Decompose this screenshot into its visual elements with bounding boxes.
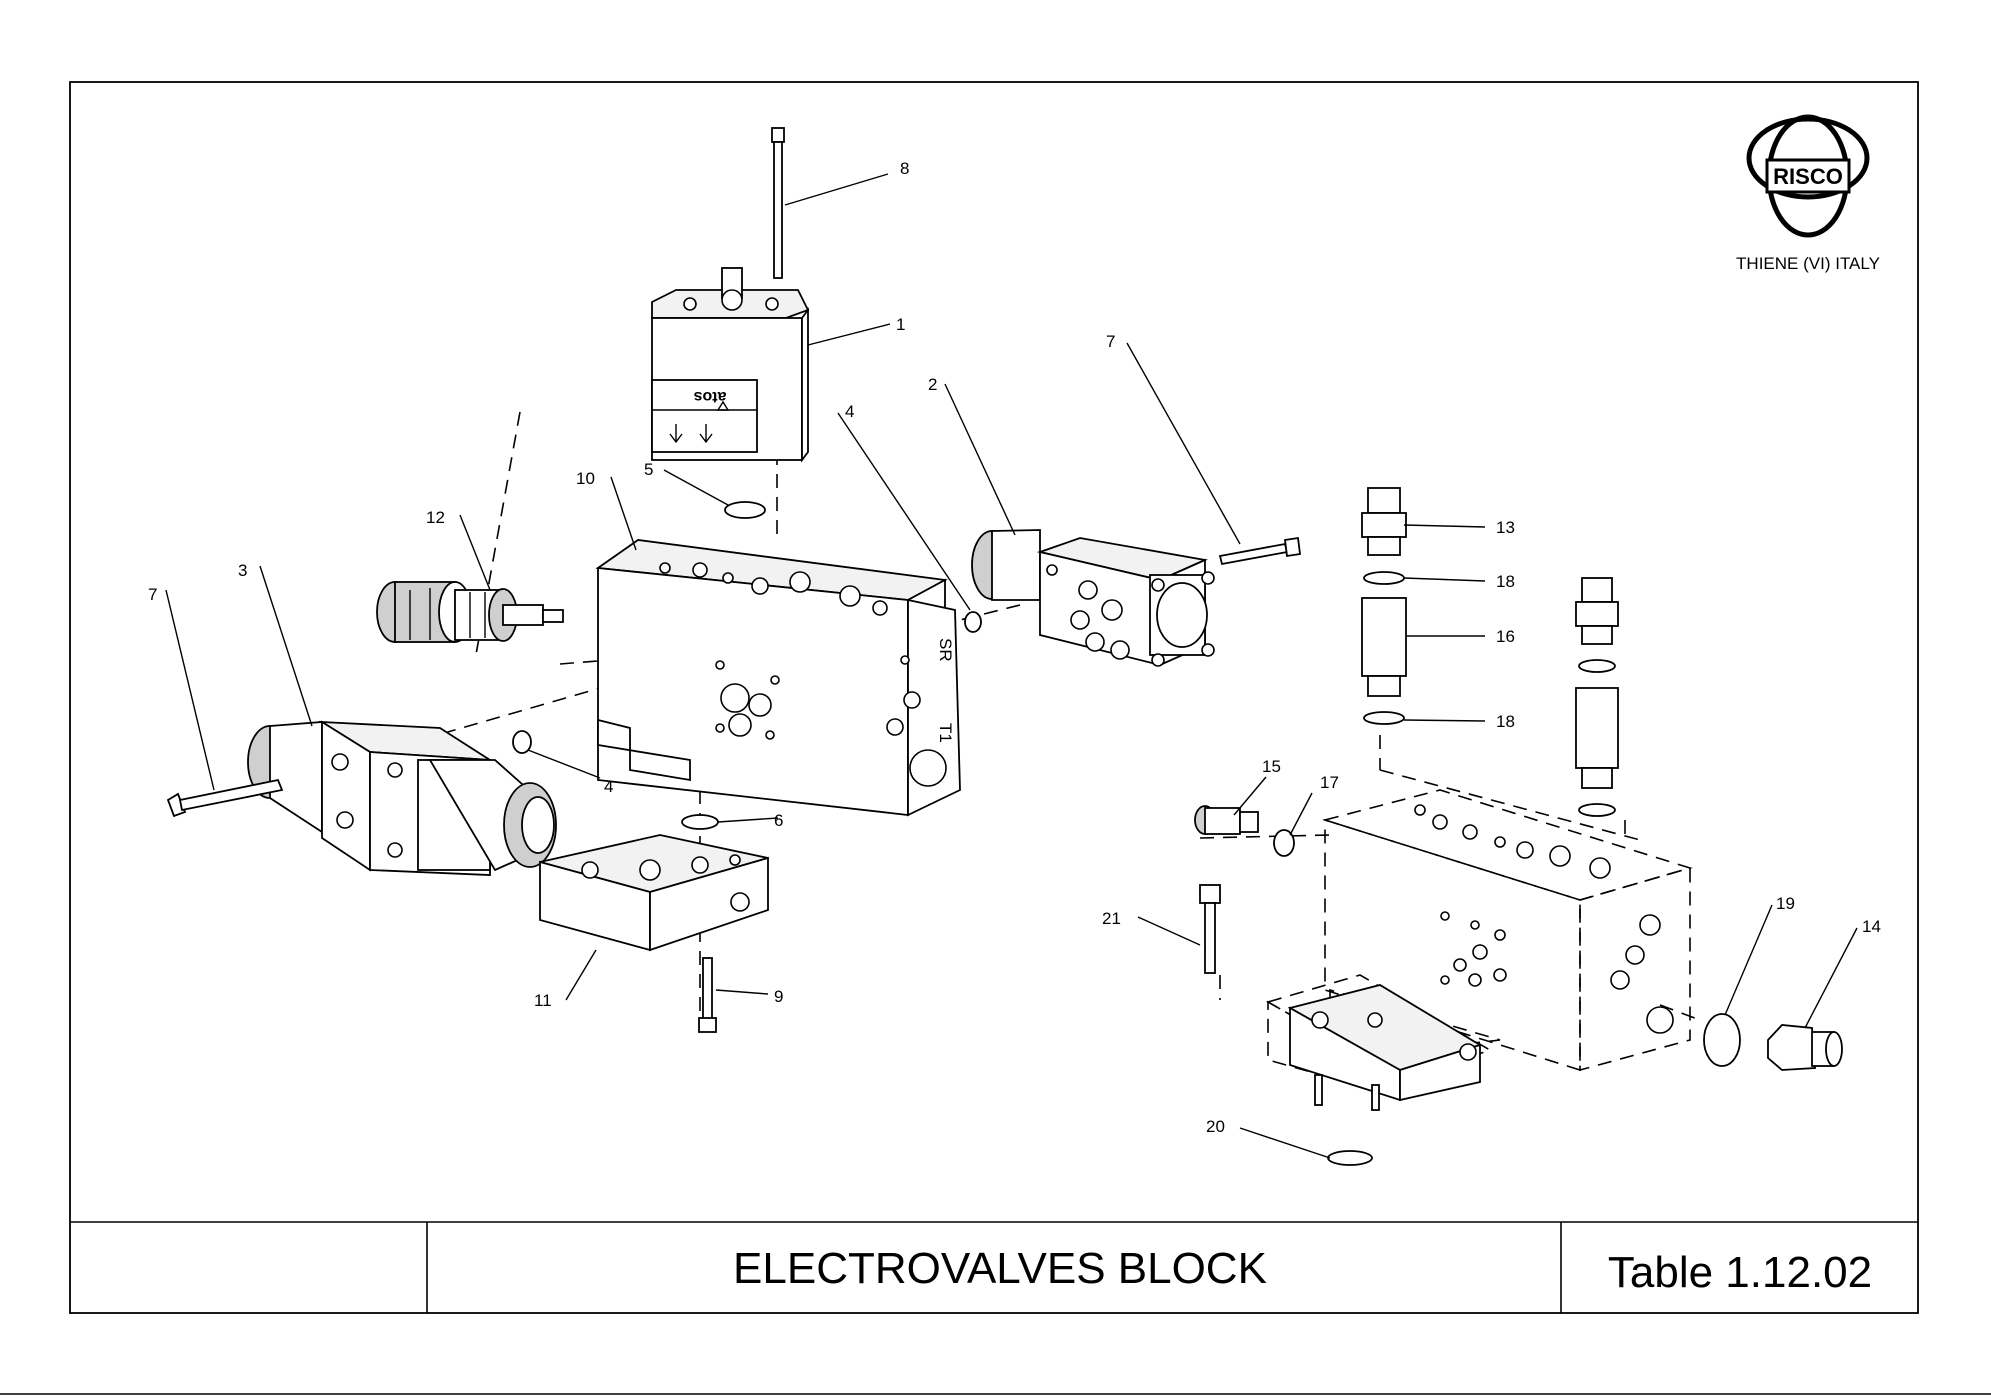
part-plate-11 [539, 834, 769, 952]
callout-17: 17 [1320, 773, 1339, 792]
logo-wordmark: RISCO [1773, 164, 1843, 189]
part-plug-14 [1767, 1024, 1843, 1071]
part-screw-7-right [1218, 536, 1302, 566]
callout-5: 5 [644, 460, 653, 479]
part-fitting-15 [1194, 805, 1259, 835]
part-screw-9 [698, 957, 717, 1033]
part-fitting-13 [1361, 487, 1407, 556]
part-valve-2 [971, 529, 1215, 667]
callout-numbers: 8 1 2 7 4 5 10 12 3 7 4 6 11 9 13 18 16 … [148, 159, 1881, 1136]
callout-12: 12 [426, 508, 445, 527]
callout-6: 6 [774, 811, 783, 830]
part-oring-19 [1703, 1013, 1741, 1067]
callout-7-top: 7 [1106, 332, 1115, 351]
callout-18-top: 18 [1496, 572, 1515, 591]
part-oring-6 [681, 814, 719, 830]
callout-15: 15 [1262, 757, 1281, 776]
part-valve-1: atos [651, 267, 810, 463]
callout-20: 20 [1206, 1117, 1225, 1136]
part-oring-4-right [964, 611, 982, 633]
part-washer-18-top [1363, 571, 1405, 585]
part-screw-7-left [166, 778, 284, 818]
callout-16: 16 [1496, 627, 1515, 646]
table-reference: Table 1.12.02 [1608, 1248, 1872, 1297]
callout-14: 14 [1862, 917, 1881, 936]
part-oring-5 [724, 501, 766, 519]
callout-19: 19 [1776, 894, 1795, 913]
part-washer-17 [1273, 829, 1295, 857]
callout-8: 8 [900, 159, 909, 178]
part-fitting-stack-right [1575, 577, 1619, 817]
callout-1: 1 [896, 315, 905, 334]
callout-11: 11 [534, 991, 552, 1010]
port-label-t1: T1 [936, 723, 955, 743]
callout-10: 10 [576, 469, 595, 488]
part-screw-21 [1199, 884, 1221, 974]
port-label-sr: SR [936, 638, 955, 662]
leader-lines [165, 173, 1858, 1159]
callout-21: 21 [1102, 909, 1121, 928]
callout-4-left: 4 [604, 777, 613, 796]
part-oring-20 [1327, 1150, 1373, 1166]
callout-2: 2 [928, 375, 937, 394]
company-location: THIENE (VI) ITALY [1736, 254, 1880, 273]
part-screw-8 [771, 127, 785, 279]
part-adapter-16 [1361, 597, 1407, 697]
atos-brand-label: atos [693, 388, 726, 405]
callout-9: 9 [774, 987, 783, 1006]
drawing-title: ELECTROVALVES BLOCK [733, 1244, 1267, 1293]
callout-3: 3 [238, 561, 247, 580]
callout-7-left: 7 [148, 585, 157, 604]
part-cartridge-12 [376, 581, 564, 643]
drawing-frame [69, 81, 1919, 1314]
part-subplate-right [1265, 974, 1492, 1111]
part-valve-3 [247, 720, 557, 876]
part-ghost-block [1322, 789, 1693, 1072]
part-washer-18-bottom [1363, 711, 1405, 725]
risco-logo: RISCO [1746, 114, 1870, 238]
callout-18-bottom: 18 [1496, 712, 1515, 731]
part-oring-4-left [512, 730, 532, 754]
callout-4-top: 4 [845, 402, 854, 421]
callout-13: 13 [1496, 518, 1515, 537]
part-block-10: SR T1 [595, 539, 961, 817]
